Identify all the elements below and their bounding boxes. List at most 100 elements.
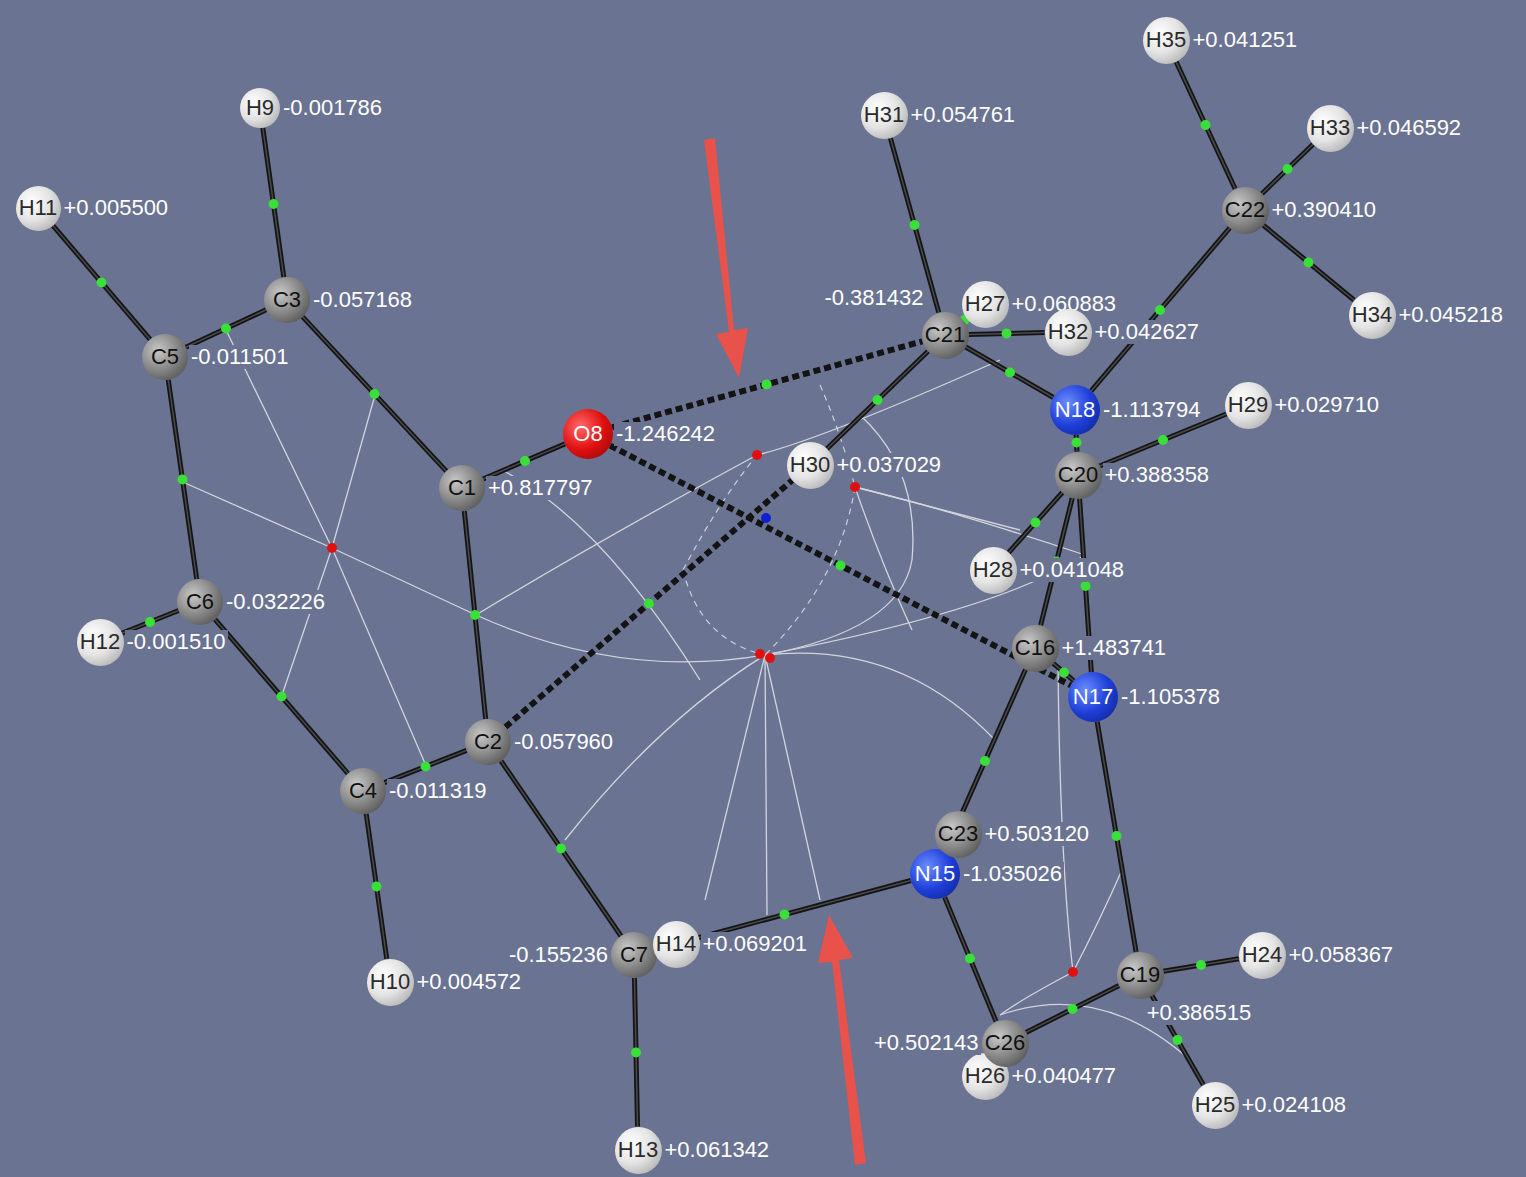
- atomic-charge: +0.040477: [1010, 1064, 1119, 1088]
- atomic-charge: +0.037029: [835, 453, 944, 477]
- covalent-bond: [1097, 722, 1136, 952]
- covalent-bond: [464, 511, 485, 719]
- atom-label: C3: [273, 287, 301, 313]
- covalent-bond: [215, 619, 348, 773]
- atom-label: C16: [1015, 635, 1055, 661]
- covalent-bond: [384, 750, 466, 782]
- atom-label: H32: [1048, 319, 1088, 345]
- atom-label: H30: [790, 452, 830, 478]
- atom-sphere: H34+0.045218: [1349, 292, 1396, 339]
- bond-path: [185, 330, 1190, 1060]
- interaction-bond: [505, 480, 792, 727]
- atomic-charge: +0.817797: [486, 476, 595, 500]
- atom-label: C6: [186, 589, 214, 615]
- atom-sphere: C23+0.503120: [935, 811, 982, 858]
- atom-sphere: H30+0.037029: [787, 442, 834, 489]
- covalent-bond: [186, 310, 266, 348]
- covalent-bond: [1026, 986, 1119, 1033]
- covalent-bond: [1009, 493, 1063, 553]
- atom-label: C19: [1120, 962, 1160, 988]
- covalent-bond: [366, 814, 386, 959]
- covalent-bond: [1263, 225, 1354, 300]
- covalent-bond: [631, 978, 641, 1127]
- atom-sphere: H31+0.054761: [861, 92, 908, 139]
- atom-label: H35: [1146, 27, 1186, 53]
- atom-label: C22: [1225, 197, 1265, 223]
- atom-label: H13: [618, 1137, 658, 1163]
- covalent-bond: [53, 225, 150, 339]
- atom-label: N15: [915, 861, 955, 887]
- atom-sphere: H25+0.024108: [1192, 1082, 1239, 1129]
- atom-sphere: H32+0.042627: [1045, 309, 1092, 356]
- atom-label: H11: [19, 195, 58, 221]
- covalent-bond: [483, 444, 565, 479]
- atom-label: H28: [973, 557, 1013, 583]
- critical-point: [327, 450, 1078, 977]
- atom-sphere: H14+0.069201: [653, 921, 700, 968]
- atomic-charge: -0.011319: [387, 779, 488, 803]
- atom-sphere: H12-0.001510: [77, 619, 124, 666]
- atomic-charge: -0.381432: [822, 286, 925, 310]
- atomic-charge: -1.113794: [1101, 398, 1202, 422]
- atom-sphere: O8-1.246242: [563, 409, 613, 459]
- atomic-charge: +0.045218: [1397, 303, 1506, 327]
- atomic-charge: +0.390410: [1270, 198, 1379, 222]
- atomic-charge: +0.024108: [1240, 1093, 1349, 1117]
- atomic-charge: -1.246242: [614, 422, 717, 446]
- atom-label: H10: [370, 969, 410, 995]
- atom-sphere: H13+0.061342: [615, 1127, 662, 1174]
- atomic-charge: +0.005500: [62, 196, 171, 220]
- covalent-bond: [1163, 959, 1239, 971]
- atom-sphere: C16+1.483741: [1012, 625, 1059, 672]
- atomic-charge: -0.001510: [125, 630, 228, 654]
- atomic-charge: +0.046592: [1355, 116, 1464, 140]
- covalent-bond: [263, 128, 284, 277]
- atom-sphere: H11+0.005500: [16, 186, 61, 231]
- atom-label: H25: [1195, 1092, 1235, 1118]
- atom-label: H31: [864, 102, 904, 128]
- atom-label: C2: [474, 729, 502, 755]
- atom-label: H26: [965, 1063, 1005, 1089]
- atom-sphere: H35+0.041251: [1143, 17, 1190, 64]
- atomic-charge: +0.061342: [663, 1138, 772, 1162]
- atomic-charge: -0.001786: [281, 96, 384, 120]
- covalent-bond: [827, 351, 928, 448]
- covalent-bond: [965, 347, 1053, 398]
- atom-sphere: C21-0.381432: [922, 312, 969, 359]
- atom-label: H27: [965, 291, 1005, 317]
- atom-sphere: C6-0.032226: [177, 579, 223, 625]
- atomic-charge: -0.011501: [189, 345, 290, 369]
- atom-sphere: C4-0.011319: [340, 768, 386, 814]
- interaction-bond: [612, 341, 922, 427]
- covalent-bond: [1262, 144, 1313, 193]
- atom-sphere: C7-0.155236: [611, 932, 657, 978]
- atomic-charge: +0.388358: [1103, 463, 1212, 487]
- atom-label: H9: [246, 95, 274, 121]
- atom-label: H34: [1352, 302, 1392, 328]
- atom-label: C5: [151, 344, 179, 370]
- atomic-charge: +0.041048: [1018, 558, 1127, 582]
- atom-sphere: N17-1.105378: [1068, 672, 1118, 722]
- atomic-charge: -1.035026: [961, 862, 1064, 886]
- atom-sphere: C2-0.057960: [465, 719, 511, 765]
- atom-sphere: C22+0.390410: [1222, 187, 1269, 234]
- atom-label: C21: [925, 322, 965, 348]
- atom-label: H24: [1242, 942, 1282, 968]
- atom-sphere: H29+0.029710: [1225, 382, 1272, 429]
- atom-sphere: H9-0.001786: [240, 88, 280, 128]
- atom-sphere: H10+0.004572: [367, 959, 414, 1006]
- covalent-bond: [303, 317, 447, 471]
- atomic-charge: +0.029710: [1273, 393, 1382, 417]
- atom-sphere: C1+0.817797: [439, 465, 485, 511]
- atomic-charge: +0.503120: [983, 822, 1092, 846]
- atomic-charge: +0.069201: [701, 932, 810, 956]
- atom-sphere: H28+0.041048: [970, 547, 1017, 594]
- covalent-bond: [1176, 61, 1235, 188]
- atomic-charge: +0.042627: [1093, 320, 1202, 344]
- atomic-charge: +0.004572: [415, 970, 524, 994]
- atom-sphere: C26+0.502143: [982, 1020, 1029, 1067]
- atom-label: H33: [1310, 115, 1350, 141]
- covalent-bond: [1053, 663, 1074, 681]
